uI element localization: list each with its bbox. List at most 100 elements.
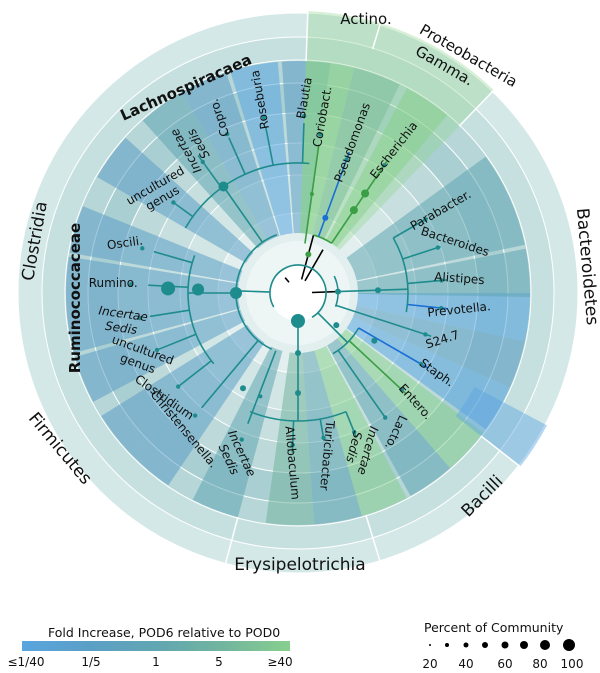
wedge-leaf-roseburia (230, 61, 293, 236)
leaf-dot-leaf-coriobact (318, 132, 323, 137)
community-tick-80: 80 (532, 657, 548, 671)
community-dot-60 (501, 641, 509, 649)
community-tick-20: 20 (422, 657, 438, 671)
fold-color-bar (22, 641, 290, 651)
leaf-turicibacter: Turicibacter (317, 419, 337, 491)
leaf-dot-leaf-incertae-sedis-erysip (351, 429, 357, 435)
fold-tick-1: ≤1/40 (7, 655, 45, 669)
node-8 (371, 337, 378, 344)
lachno-arc (184, 162, 310, 229)
branch-leaf-s24-7 (335, 304, 432, 338)
branch-leaf-staph (358, 327, 429, 369)
wedge-leaf-allobaculum (265, 352, 315, 526)
divider-1 (458, 89, 495, 127)
leaf-dot-leaf-uncultured-lachno (171, 200, 176, 205)
community-tick-60: 60 (497, 657, 513, 671)
leaf-dot-leaf-s24-7 (423, 332, 428, 337)
leaf-dot-leaf-parabacter (423, 217, 428, 222)
community-dot-30 (445, 643, 449, 647)
erysip-arc (249, 410, 347, 422)
leaf-dot-leaf-staph (418, 361, 424, 367)
leaf-dot-leaf-christensenella (192, 413, 198, 418)
branch-leaf-bacteroides (402, 245, 441, 260)
community-dot-80 (540, 640, 550, 650)
branch-leaf-lacto (337, 349, 385, 417)
node-10 (374, 287, 381, 294)
node-1 (230, 287, 242, 299)
wedge-leaf-copro (182, 72, 280, 242)
wedge-leaf-pseudomonas (312, 67, 400, 240)
community-dot-20 (429, 644, 431, 646)
branch-leaf-copro (228, 137, 246, 175)
leaf-prevotella: Prevotella. (427, 299, 492, 320)
leaf-dot-leaf-entero (399, 387, 405, 393)
wedge-leaf-prevotella (356, 293, 530, 342)
branch-leaf-christensenella (200, 339, 259, 409)
leaf-dot-leaf-pseudomonas (344, 157, 349, 162)
leaf-dot-leaf-turicibacter (321, 435, 326, 440)
wedge-leaf-clostridium (101, 324, 255, 455)
branch-leaf-incertae-sedis-firm (247, 350, 277, 424)
leaf-dot-leaf-incertae-sedis-lachno (200, 159, 205, 165)
wedge-leaf-turicibacter (302, 350, 362, 525)
branch-leaf-blautia (301, 123, 305, 164)
branch-leaf-incertae-sedis-rumino (149, 309, 190, 318)
bacilli-stem (317, 312, 349, 344)
divider-3 (480, 435, 521, 468)
label-actino: Actino. (340, 10, 391, 28)
community-tick-40: 40 (458, 657, 474, 671)
fold-tick-4: 5 (215, 655, 223, 669)
branch-leaf-pseudomonas (317, 151, 351, 237)
community-dot-70 (520, 641, 528, 649)
bacteroidetes-inner (337, 288, 408, 293)
wedge-leaf-incertae-sedis-firm (192, 346, 283, 518)
firmicutes-arc-root (269, 264, 327, 318)
fold-legend-title: Fold Increase, POD6 relative to POD0 (48, 625, 281, 640)
node-0 (218, 181, 229, 192)
node-2 (192, 283, 205, 296)
branch-leaf-uncultured-rumino (158, 333, 197, 350)
branch-leaf-uncultured-lachno (174, 203, 194, 218)
leaf-dot-leaf-oscili (140, 246, 145, 251)
leaf-incertae-sedis-rumino: IncertaeSedis (96, 303, 149, 338)
wedge-leaf-bacteroides (352, 198, 525, 281)
wedge-proteobacteria (300, 11, 494, 250)
node-14 (305, 251, 312, 258)
branch-leaf-roseburia (264, 125, 274, 166)
wedge-leaf-uncultured-rumino (74, 309, 246, 402)
node-17 (258, 394, 263, 399)
node-16 (240, 385, 246, 392)
wedge-leaf-incertae-sedis-rumino (66, 296, 241, 354)
node-9 (334, 288, 341, 295)
wedge-leaf-incertae-sedis-lachno (142, 92, 268, 249)
node-4 (291, 314, 305, 328)
label-erysipelotrichia: Erysipelotrichia (234, 555, 365, 575)
community-dot-50 (482, 642, 488, 648)
branch-leaf-entero (348, 340, 407, 395)
wedge-leaf-incertae-sedis-erysip (314, 345, 407, 517)
wedge-leaf-coriobact (300, 61, 355, 235)
leaf-dot-leaf-alistipes (439, 278, 444, 283)
wedge-leaf-parabacter (346, 156, 510, 269)
root-branch-proteo (300, 234, 315, 280)
phylogenetic-tree: BlautiaRoseburiaCopro.IncertaeSedisuncul… (17, 10, 600, 575)
tree-branches (148, 123, 448, 453)
node-7 (333, 322, 340, 329)
leaf-rumino: Rumino. (89, 276, 138, 290)
leaf-dot-leaf-roseburia (261, 115, 267, 120)
branch-leaf-allobaculum (291, 420, 295, 453)
fold-tick-2: 1/5 (81, 655, 101, 669)
divider-0 (305, 11, 309, 62)
leaf-dot-leaf-uncultured-rumino (154, 347, 160, 353)
divider-2 (371, 23, 382, 50)
leaf-dot-leaf-blautia (301, 113, 307, 119)
label-ruminococcaceae: Ruminococcaceae (66, 223, 84, 373)
leaf-dot-leaf-rumino (129, 282, 134, 287)
rumino-arc (187, 255, 215, 365)
node-11 (349, 206, 358, 215)
leaf-dot-leaf-escherichia (381, 163, 387, 168)
wedge-staph-outer (455, 386, 547, 467)
sector-dividers (224, 11, 521, 566)
node-5 (295, 350, 301, 356)
divider-5 (224, 516, 239, 566)
